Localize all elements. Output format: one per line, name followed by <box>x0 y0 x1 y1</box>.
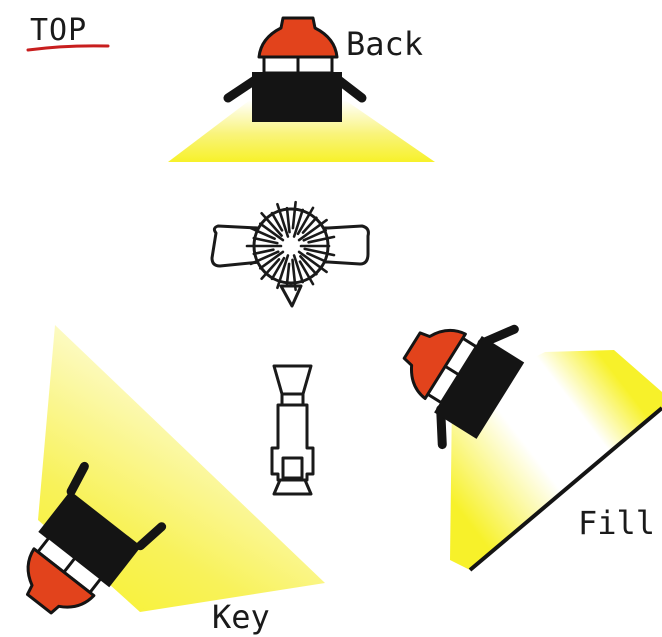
camera-top-view-icon <box>270 364 315 496</box>
subject-hair <box>245 200 336 292</box>
hair-strand <box>260 258 281 281</box>
subject-nose <box>279 284 303 308</box>
fill-light-head <box>402 328 467 400</box>
back-light-head <box>257 16 339 59</box>
camera-lens <box>280 392 305 407</box>
hair-strand <box>292 208 305 238</box>
hair-strand <box>299 255 318 276</box>
fill-light-body <box>434 336 525 439</box>
camera-grip <box>272 478 313 496</box>
key-light-barndoor-right <box>135 522 167 551</box>
hair-strand <box>303 247 336 257</box>
view-label: TOP <box>30 13 87 48</box>
view-label-underline <box>26 44 110 52</box>
fill-light-beam <box>450 350 662 570</box>
hair-strand <box>306 252 328 263</box>
key-light <box>25 325 325 615</box>
hair-strand <box>298 260 315 286</box>
hair-strand <box>258 222 285 242</box>
fill-light-beam-edge <box>468 406 662 572</box>
hair-strand <box>307 235 336 244</box>
hair-strand <box>276 202 290 238</box>
hair-strand <box>291 200 297 230</box>
hair-strand <box>249 226 276 240</box>
hair-strand <box>291 258 297 292</box>
hair-strand <box>285 262 291 286</box>
back-light-label: Back <box>346 25 423 63</box>
hair-strand <box>252 236 279 245</box>
hair-strand <box>302 229 328 242</box>
hair-strand <box>276 254 290 290</box>
hair-strand <box>252 248 275 256</box>
camera-lens-hood <box>272 364 313 396</box>
hair-strand <box>260 212 283 237</box>
key-light-label: Key <box>212 598 270 636</box>
person-top-view-icon <box>210 200 370 308</box>
key-light-head <box>25 547 96 615</box>
hair-strand <box>285 206 291 234</box>
hair-strand <box>270 211 284 232</box>
back-light-beam <box>168 100 435 162</box>
hair-strand <box>297 250 328 274</box>
key-light-barndoor-left <box>66 461 89 497</box>
fill-light <box>402 324 662 572</box>
hair-strand <box>270 256 286 281</box>
hair-strand <box>296 206 315 236</box>
camera-eyepiece <box>281 456 304 480</box>
hair-strand <box>297 218 328 242</box>
fill-light-label: Fill <box>578 504 655 542</box>
hair-strand <box>301 216 318 234</box>
hair-strand <box>249 250 280 266</box>
hair-strand <box>292 254 305 284</box>
hair-strand <box>258 250 285 270</box>
back-light <box>168 16 435 162</box>
key-light-body <box>38 490 142 588</box>
back-light-body <box>252 72 342 122</box>
